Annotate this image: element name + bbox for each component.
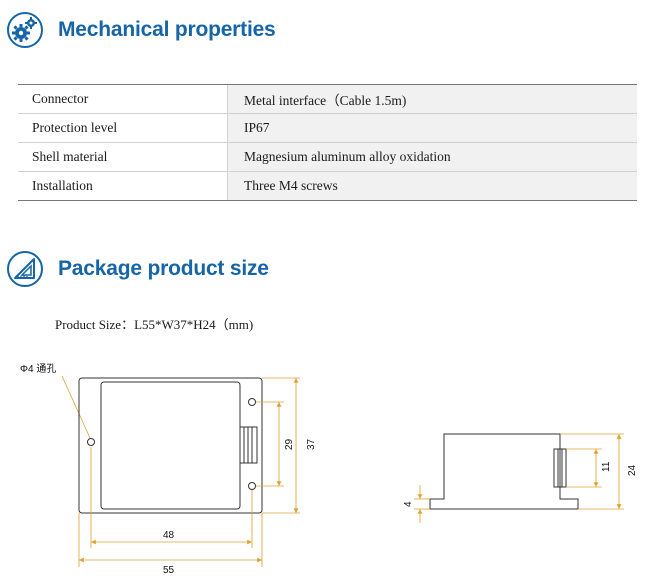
row-value: Three M4 screws [227, 171, 637, 201]
connector-side [553, 448, 567, 488]
hole-label: Φ4 通孔 [20, 363, 56, 375]
dim-connector: 11 [601, 461, 612, 472]
table-row: Protection level IP67 [18, 113, 637, 143]
mechanical-title: Mechanical properties [58, 18, 276, 41]
row-label: Connector [18, 84, 228, 114]
side-view [429, 433, 579, 510]
gears-icon [7, 12, 43, 48]
side-view-dimensions [414, 433, 624, 523]
row-label: Protection level [18, 113, 228, 143]
top-view-dimensions [78, 377, 300, 567]
top-view [78, 377, 263, 514]
dim-inner-width: 48 [163, 530, 175, 541]
table-row: Shell material Magnesium aluminum alloy … [18, 142, 637, 172]
dim-hole-spacing: 29 [284, 438, 295, 450]
row-label: Shell material [18, 142, 228, 172]
dim-base: 4 [403, 501, 414, 507]
dim-outer-width: 55 [163, 565, 175, 576]
row-value: IP67 [227, 113, 637, 143]
product-size-text: Product Size：L55*W37*H24（mm) [55, 317, 254, 332]
table-row: Connector Metal interface（Cable 1.5m) [18, 84, 637, 114]
row-label: Installation [18, 171, 228, 201]
mount-hole-bottom-right [248, 482, 256, 490]
mount-hole-left [87, 438, 95, 446]
top-view-body [100, 381, 241, 510]
dim-depth: 37 [306, 438, 317, 450]
side-view-outline [429, 433, 579, 510]
mechanical-header: Mechanical properties [6, 11, 276, 49]
dim-height: 24 [627, 464, 638, 476]
package-title: Package product size [58, 257, 269, 280]
top-view-outline [78, 377, 263, 514]
hole-leader-line [61, 375, 91, 439]
triangle-ruler-icon [7, 251, 43, 287]
mount-hole-top-right [248, 398, 256, 406]
package-header: Package product size [6, 250, 269, 288]
dimension-drawing: Φ4 通孔 48 55 29 37 [20, 363, 638, 576]
row-value: Magnesium aluminum alloy oxidation [227, 142, 637, 172]
table-row: Installation Three M4 screws [18, 171, 637, 201]
row-value: Metal interface（Cable 1.5m) [227, 84, 637, 114]
properties-table: Connector Metal interface（Cable 1.5m) Pr… [18, 84, 637, 201]
